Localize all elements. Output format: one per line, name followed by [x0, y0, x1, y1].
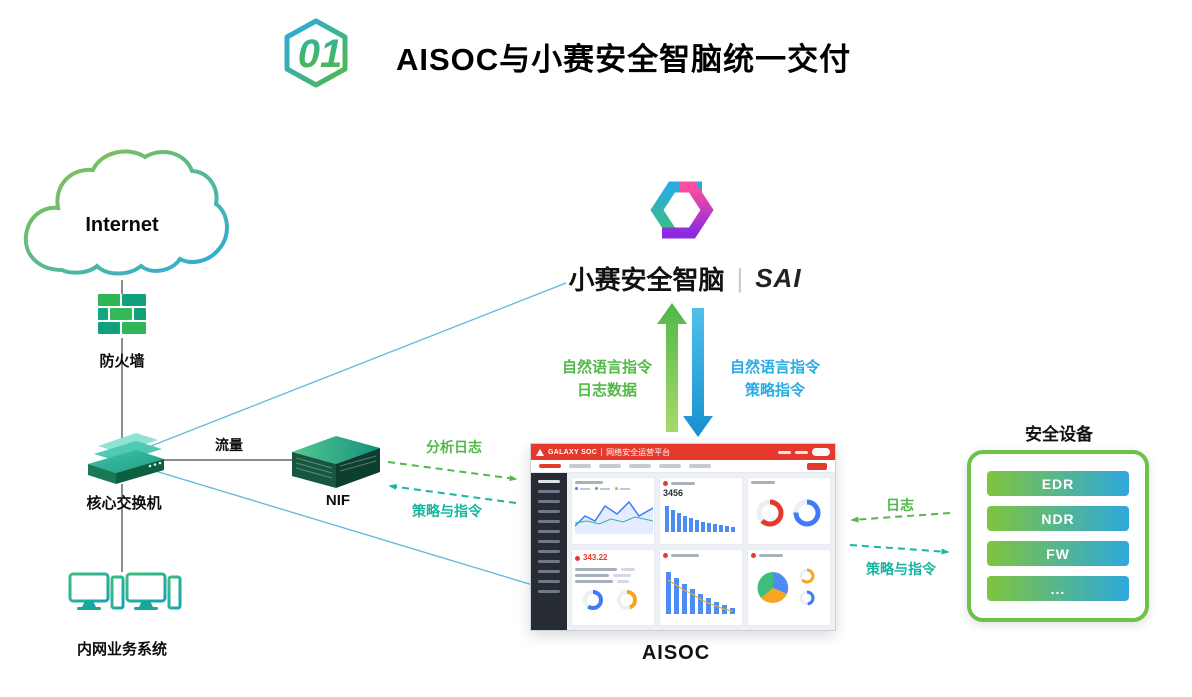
- dashboard-logo-icon: [536, 448, 544, 456]
- alert-icon: [663, 481, 668, 486]
- chart-legend: [575, 487, 651, 490]
- device-fw-button: FW: [987, 541, 1129, 566]
- brain-up-arrow: [657, 303, 687, 432]
- brain-name: 小赛安全智脑: [568, 265, 725, 295]
- dashboard-nav-item: [629, 464, 651, 468]
- sidebar-item: [538, 480, 560, 483]
- dashboard-nav-item: [689, 464, 711, 468]
- dashboard-content: 3456: [567, 473, 835, 630]
- internet-label: Internet: [85, 214, 159, 236]
- dashboard-brand: GALAXY SOC: [548, 448, 598, 456]
- title-badge-number: 01: [298, 32, 343, 76]
- stat-value-bottom: 343.22: [583, 553, 608, 562]
- dashboard-nav: [531, 460, 835, 473]
- dashboard-header-divider: [601, 448, 603, 456]
- alert-icon: [575, 555, 580, 561]
- mini-bar-chart: [665, 506, 735, 532]
- brain-down-arrow-label: 自然语言指令 策略指令: [729, 359, 820, 399]
- mini-donut-pair: [583, 590, 637, 610]
- brain-down-arrow: [683, 308, 713, 437]
- mini-bar-chart: [666, 572, 735, 614]
- mini-line-chart: [575, 500, 653, 534]
- intranet-computers-icon: [68, 572, 182, 610]
- log-arrow-to-aisoc: [850, 512, 951, 523]
- dashboard-nav-item: [659, 464, 681, 468]
- sidebar-item: [538, 510, 560, 513]
- policy-arrow-to-nif: [388, 483, 517, 504]
- internet-cloud: [23, 149, 229, 276]
- analyze-log-arrow: [387, 461, 518, 482]
- policy-label-right: 策略与指令: [866, 561, 936, 577]
- dashboard-nav-item: [569, 464, 591, 468]
- brain-title: 小赛安全智脑 | SAI: [560, 260, 810, 297]
- connector-lines: [121, 280, 292, 572]
- dashboard-card-pie: [747, 549, 831, 626]
- dashboard-nav-item: [599, 464, 621, 468]
- dashboard-header: GALAXY SOC 网络安全运营平台: [531, 444, 835, 460]
- dashboard-card-alerts: 3456: [659, 477, 743, 545]
- traffic-label: 流量: [215, 437, 243, 453]
- security-devices-box: EDR NDR FW ...: [967, 450, 1149, 622]
- sidebar-item: [538, 570, 560, 573]
- device-ndr-button: NDR: [987, 506, 1129, 531]
- security-devices-title: 安全设备: [1025, 425, 1093, 444]
- dashboard-product-title: 网络安全运营平台: [606, 447, 671, 457]
- device-edr-button: EDR: [987, 471, 1129, 496]
- page-title: AISOC与小赛安全智脑统一交付: [396, 42, 852, 77]
- stat-value-top: 3456: [663, 488, 684, 498]
- policy-arrow-to-devices: [849, 544, 950, 555]
- alert-icon: [663, 553, 668, 558]
- policy-label-left: 策略与指令: [412, 503, 482, 519]
- firewall-label: 防火墙: [99, 353, 145, 370]
- dashboard-body: 3456: [531, 473, 835, 630]
- sidebar-item: [538, 590, 560, 593]
- brain-up-arrow-label: 自然语言指令 日志数据: [561, 359, 652, 399]
- nif-label: NIF: [325, 492, 351, 509]
- core-switch-icon: [88, 433, 164, 484]
- dashboard-nav-action-button: [807, 462, 827, 470]
- analyze-log-label: 分析日志: [426, 439, 482, 455]
- dashboard-card-trend: [571, 477, 655, 545]
- dashboard-header-item: [778, 450, 791, 454]
- intranet-label: 内网业务系统: [76, 641, 167, 658]
- dashboard-header-item: [795, 450, 808, 454]
- sidebar-item: [538, 490, 560, 493]
- connector-switch-brain: [145, 282, 567, 449]
- sidebar-item: [538, 540, 560, 543]
- alert-icon: [751, 553, 756, 558]
- firewall-icon: [98, 294, 146, 334]
- dashboard-card-stats: 343.22: [571, 549, 655, 626]
- dashboard-card-bars: [659, 549, 743, 626]
- dashboard-nav-item-active: [539, 464, 561, 468]
- sidebar-item: [538, 580, 560, 583]
- sidebar-item: [538, 560, 560, 563]
- title-badge: 01: [284, 18, 348, 88]
- log-label: 日志: [886, 497, 914, 513]
- connector-switch-aisoc: [151, 469, 537, 587]
- sidebar-item: [538, 530, 560, 533]
- mini-donut-chart: [756, 499, 821, 527]
- sidebar-item: [538, 550, 560, 553]
- dashboard-header-button: [812, 448, 830, 456]
- brain-divider: |: [736, 263, 744, 293]
- brain-abbr: SAI: [755, 263, 802, 293]
- core-switch-label: 核心交换机: [86, 495, 162, 512]
- aisoc-label: AISOC: [641, 642, 711, 664]
- nif-icon: [292, 436, 380, 488]
- aisoc-dashboard: GALAXY SOC 网络安全运营平台: [530, 443, 836, 631]
- brain-logo: [650, 181, 714, 239]
- dashboard-sidebar: [531, 473, 567, 630]
- mini-pie-chart: [757, 568, 815, 606]
- blue-connector-lines: [145, 282, 567, 587]
- sidebar-item: [538, 520, 560, 523]
- dashboard-card-donuts: [747, 477, 831, 545]
- sidebar-item: [538, 500, 560, 503]
- device-more-button: ...: [987, 576, 1129, 601]
